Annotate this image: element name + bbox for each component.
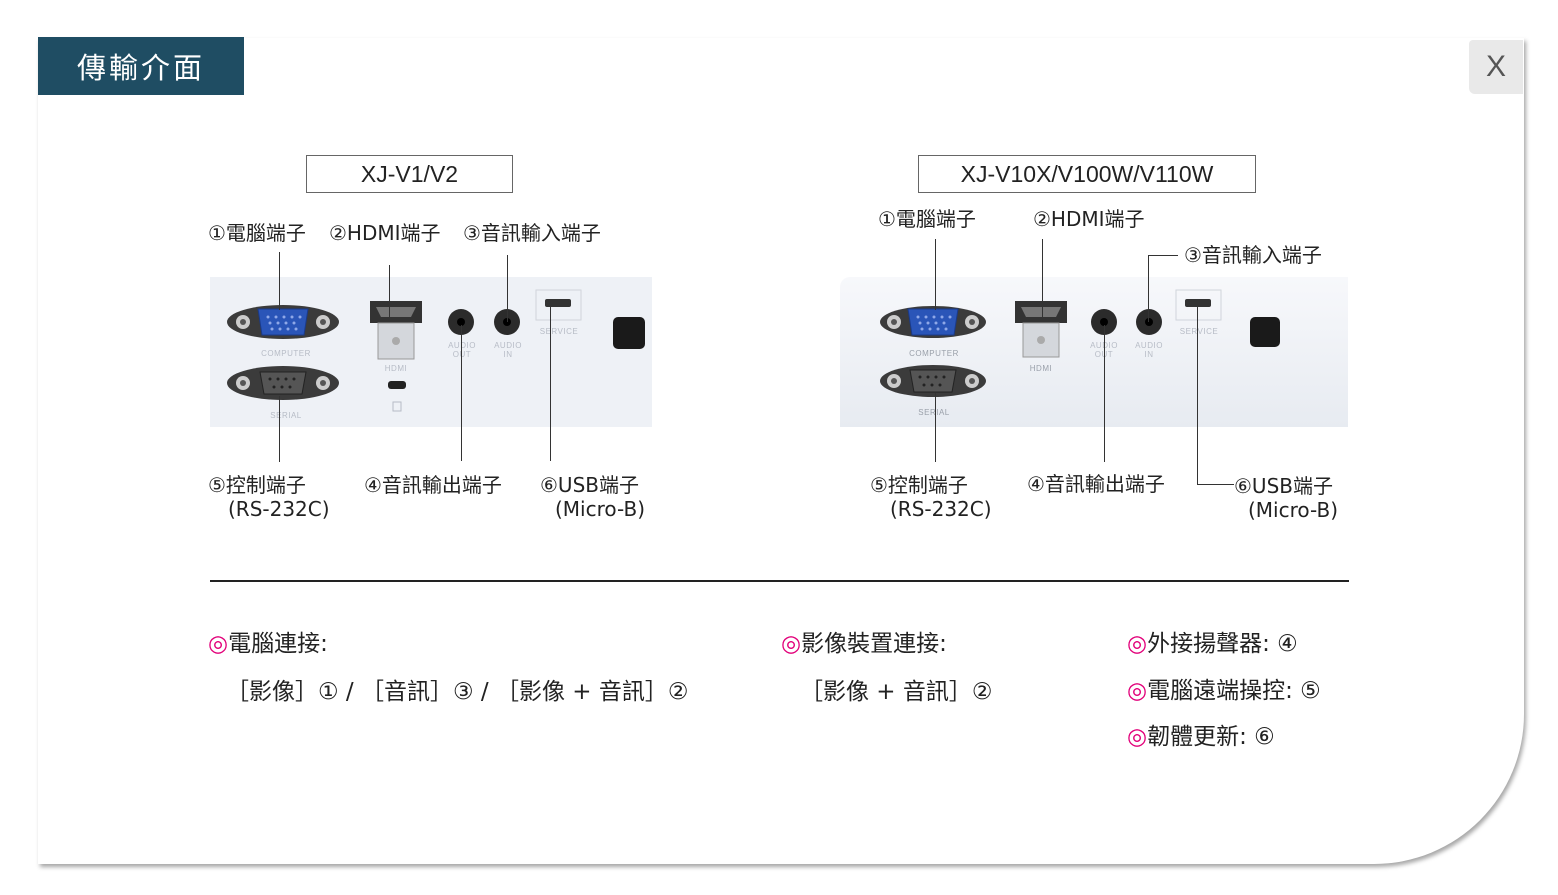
panel-text-computer-left: COMPUTER bbox=[261, 349, 311, 358]
port-panel-right bbox=[840, 277, 1348, 427]
panel-text-audio-in-right: AUDIO IN bbox=[1135, 341, 1163, 359]
model-label-right: XJ-V10X/V100W/V110W bbox=[918, 155, 1256, 193]
note-pc-detail: ［影像］① / ［音訊］③ / ［影像 + 音訊］② bbox=[226, 679, 689, 705]
leader-computer-left bbox=[279, 252, 280, 310]
panel-text-computer-right: COMPUTER bbox=[909, 349, 959, 358]
bullet-mark: ◎ bbox=[1127, 678, 1148, 704]
note-remote: ◎電腦遠端操控: ⑤ bbox=[1127, 671, 1321, 705]
bullet-mark: ◎ bbox=[1127, 724, 1148, 750]
label-audio-in-right: ③音訊輸入端子 bbox=[1184, 243, 1322, 267]
label-audio-out-right: ④音訊輸出端子 bbox=[1027, 472, 1165, 496]
label-computer-right: ①電腦端子 bbox=[878, 207, 976, 231]
panel-text-hdmi-right: HDMI bbox=[1029, 364, 1053, 373]
leader-audio-in-right bbox=[1148, 255, 1149, 322]
note-remote-text: 電腦遠端操控: ⑤ bbox=[1147, 678, 1321, 704]
label-audio-in-left: ③音訊輸入端子 bbox=[463, 221, 601, 245]
label-control-sub-right: (RS-232C) bbox=[890, 497, 992, 521]
label-control-right: ⑤控制端子 bbox=[870, 473, 968, 497]
leader-audio-out-left bbox=[461, 325, 462, 461]
panel-text-audio-out-left: AUDIO OUT bbox=[448, 341, 476, 359]
bullet-mark: ◎ bbox=[781, 631, 802, 657]
leader-computer-right bbox=[935, 239, 936, 310]
label-usb-left: ⑥USB端子 bbox=[540, 473, 639, 497]
note-speaker: ◎外接揚聲器: ④ bbox=[1127, 624, 1298, 658]
note-firmware: ◎韌體更新: ⑥ bbox=[1127, 717, 1275, 751]
model-label-left: XJ-V1/V2 bbox=[306, 155, 513, 193]
label-usb-sub-left: (Micro-B) bbox=[555, 497, 646, 521]
port-panel-art-left bbox=[227, 289, 645, 412]
label-control-left: ⑤控制端子 bbox=[208, 473, 306, 497]
panel-text-audio-in-left: AUDIO IN bbox=[494, 341, 522, 359]
leader-hdmi-left bbox=[389, 265, 390, 318]
label-hdmi-right: ②HDMI端子 bbox=[1033, 207, 1145, 231]
note-pc-connection: ◎電腦連接: bbox=[208, 624, 328, 658]
label-control-sub-left: (RS-232C) bbox=[228, 497, 330, 521]
label-usb-right: ⑥USB端子 bbox=[1234, 474, 1333, 498]
note-video-title: 影像裝置連接: bbox=[801, 631, 947, 657]
port-panel-left bbox=[210, 277, 652, 427]
bullet-mark: ◎ bbox=[208, 631, 229, 657]
label-audio-out-left: ④音訊輸出端子 bbox=[364, 473, 502, 497]
leader-control-left bbox=[279, 396, 280, 462]
note-video-detail: ［影像 + 音訊］② bbox=[800, 679, 993, 705]
panel-text-hdmi-left: HDMI bbox=[384, 364, 408, 373]
dialog-card bbox=[38, 38, 1524, 864]
leader-audio-in-right-h bbox=[1148, 255, 1178, 256]
note-firmware-text: 韌體更新: ⑥ bbox=[1147, 724, 1275, 750]
label-hdmi-left: ②HDMI端子 bbox=[329, 221, 441, 245]
leader-usb-left bbox=[550, 307, 551, 461]
leader-control-right bbox=[935, 393, 936, 462]
bullet-mark: ◎ bbox=[1127, 631, 1148, 657]
section-divider bbox=[210, 580, 1349, 582]
leader-usb-right-h bbox=[1197, 484, 1234, 485]
close-button[interactable]: X bbox=[1469, 40, 1523, 94]
leader-audio-out-right bbox=[1104, 325, 1105, 462]
note-speaker-text: 外接揚聲器: ④ bbox=[1147, 631, 1298, 657]
panel-text-serial-right: SERIAL bbox=[918, 408, 950, 417]
port-panel-art-right bbox=[880, 289, 1280, 397]
label-computer-left: ①電腦端子 bbox=[208, 221, 306, 245]
panel-text-audio-out-right: AUDIO OUT bbox=[1088, 341, 1120, 359]
leader-hdmi-right bbox=[1042, 239, 1043, 318]
leader-usb-right bbox=[1197, 307, 1198, 484]
note-video-connection: ◎影像裝置連接: bbox=[781, 624, 947, 658]
note-pc-title: 電腦連接: bbox=[228, 631, 328, 657]
panel-text-service-left: SERVICE bbox=[539, 327, 579, 336]
panel-text-serial-left: SERIAL bbox=[270, 411, 302, 420]
dialog-title: 傳輸介面 bbox=[38, 37, 244, 95]
panel-text-service-right: SERVICE bbox=[1179, 327, 1219, 336]
leader-audio-in-left bbox=[507, 255, 508, 322]
label-usb-sub-right: (Micro-B) bbox=[1248, 498, 1339, 522]
